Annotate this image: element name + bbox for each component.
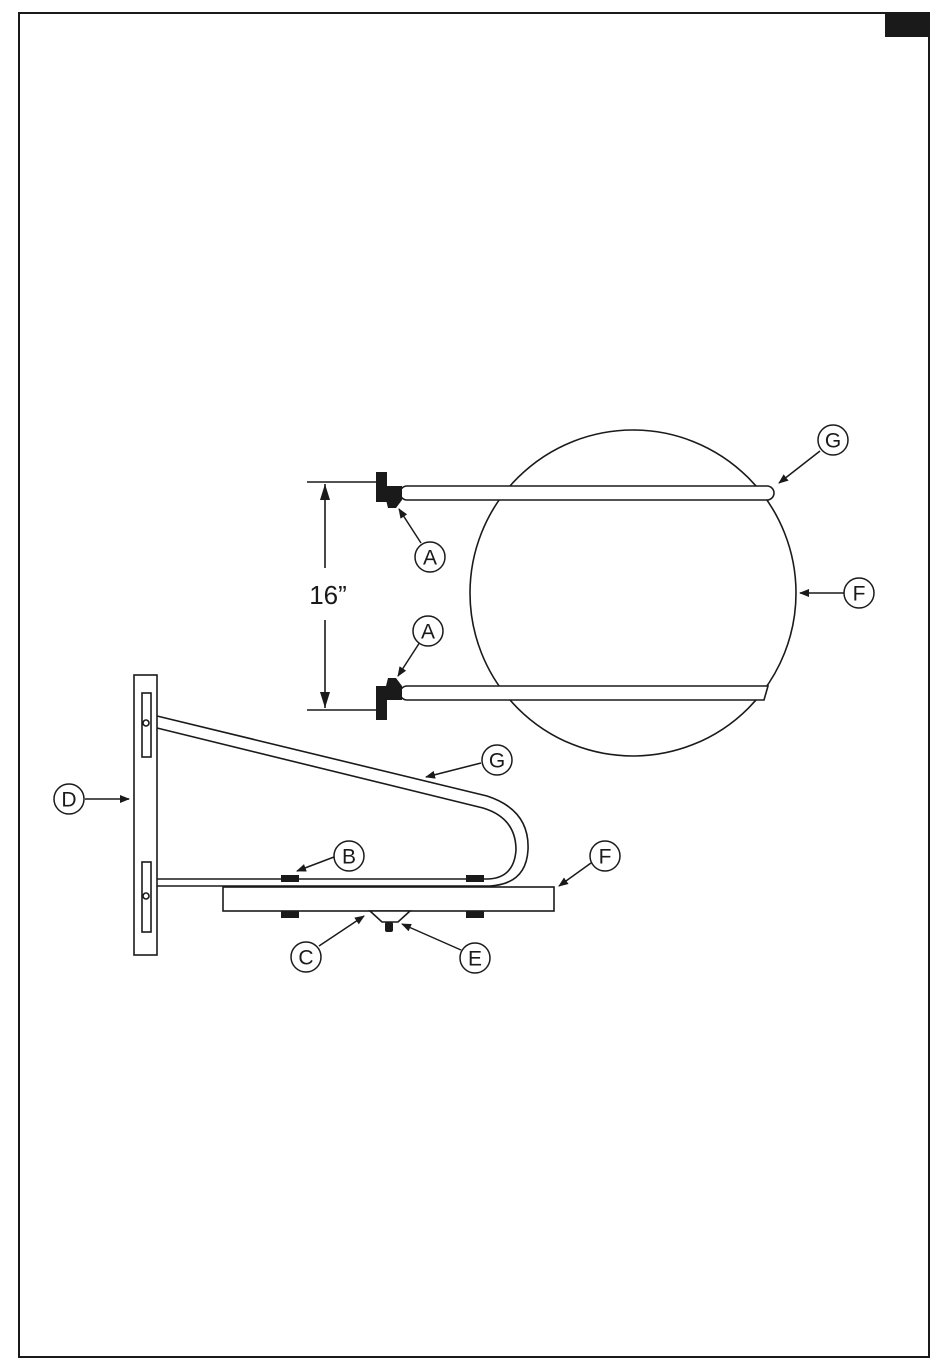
dimension-arrow-down — [320, 692, 330, 708]
pad-bottom-left — [281, 911, 299, 918]
callout-c: C — [298, 947, 313, 970]
leader-a-upper — [399, 509, 421, 543]
dimension-arrow-up — [320, 484, 330, 500]
callout-d: D — [61, 789, 76, 812]
callout-g-side: G — [489, 750, 505, 773]
callout-b: B — [342, 846, 356, 869]
wall-plate-screw-lower — [143, 893, 149, 899]
center-post — [385, 922, 393, 932]
shelf-board — [223, 887, 554, 911]
leader-g-side — [426, 763, 481, 777]
leader-a-lower — [398, 642, 420, 676]
callout-a-lower: A — [421, 621, 435, 644]
upper-rod — [400, 486, 774, 500]
leader-b — [297, 857, 334, 871]
top-view-disc — [470, 430, 796, 756]
pad-bottom-right — [466, 911, 484, 918]
leader-f-side — [559, 863, 591, 886]
pad-top-right — [466, 875, 484, 882]
center-fitting — [370, 911, 410, 922]
side-view — [134, 675, 554, 955]
wall-plate — [134, 675, 157, 955]
top-view — [307, 430, 796, 756]
lower-rod — [400, 686, 768, 700]
callout-f-side: F — [599, 846, 612, 869]
wall-plate-screw-upper — [143, 720, 149, 726]
leader-g-top — [779, 451, 820, 483]
leader-e — [402, 924, 461, 950]
lower-clamp — [376, 678, 402, 720]
callout-e: E — [468, 948, 482, 971]
leader-c — [319, 916, 364, 946]
dimension-label: 16” — [309, 580, 347, 610]
upper-clamp — [376, 472, 402, 508]
callout-f-top: F — [853, 583, 866, 606]
callout-a-upper: A — [423, 547, 437, 570]
callout-g-top: G — [825, 430, 841, 453]
pad-top-left — [281, 875, 299, 882]
